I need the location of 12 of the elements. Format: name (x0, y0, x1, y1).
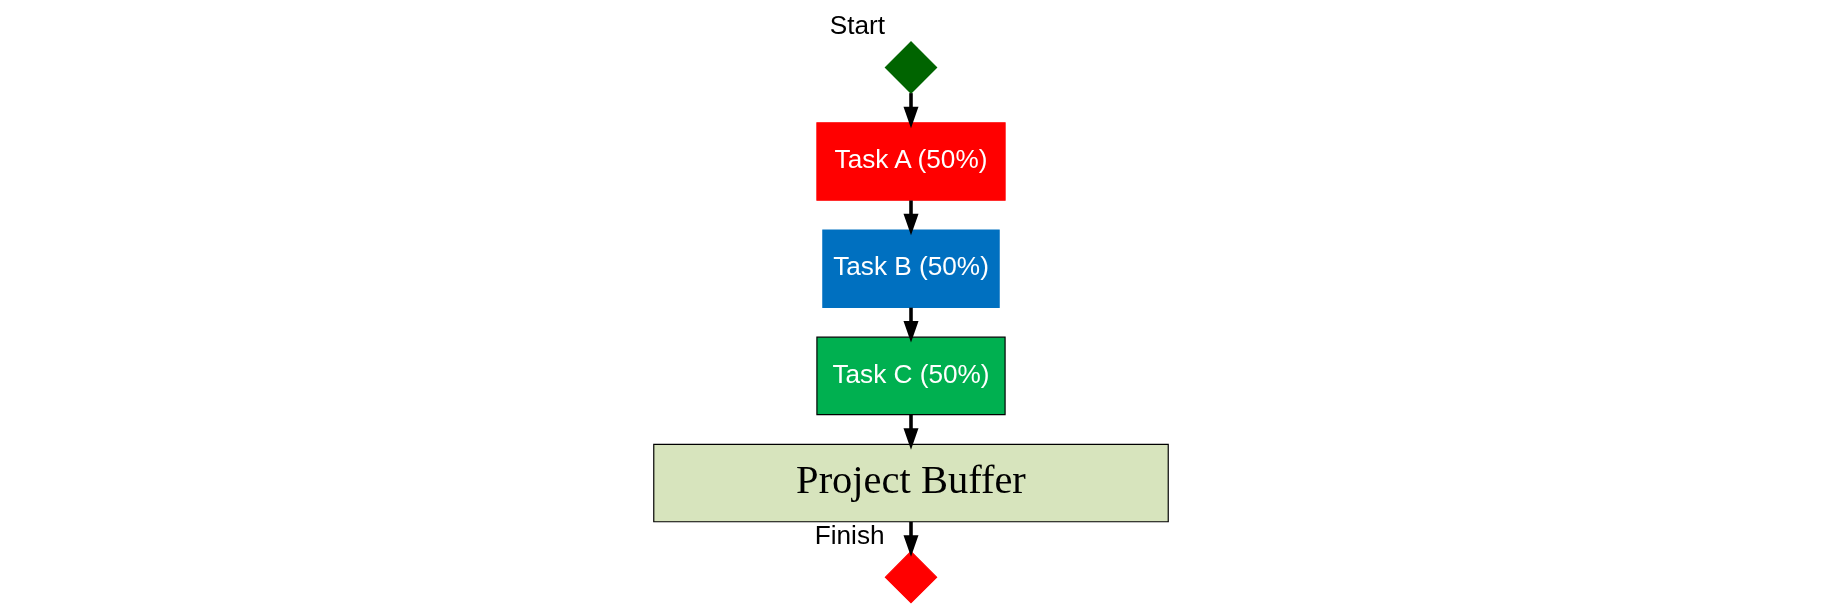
node-box: Task A (50%) (816, 122, 1006, 201)
node-diamond (884, 41, 938, 94)
node-box: Task C (50%) (816, 336, 1006, 416)
arrow (903, 414, 919, 450)
node-box: Project Buffer (653, 443, 1169, 523)
node-label: Start (829, 10, 886, 41)
arrow (903, 93, 919, 129)
arrow (903, 521, 919, 557)
arrow (903, 307, 919, 343)
node-box: Task B (50%) (822, 229, 1000, 308)
arrow (903, 200, 919, 236)
node-diamond (884, 550, 938, 604)
